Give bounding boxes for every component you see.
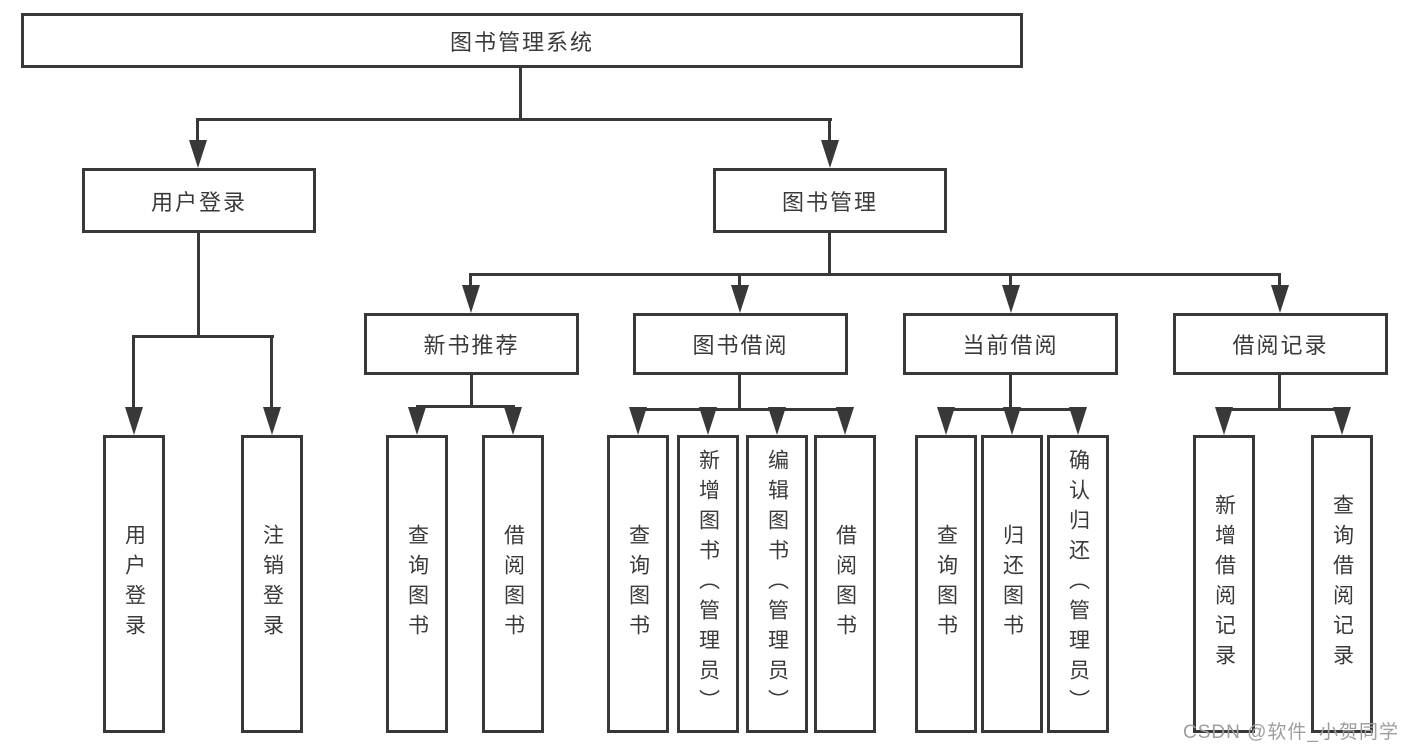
arrowhead-down-icon — [1002, 285, 1020, 313]
leaf-query-books-recommend: 查询图书 — [386, 435, 448, 733]
connector-line — [738, 273, 741, 291]
connector-line — [738, 375, 741, 408]
arrowhead-down-icon — [937, 407, 955, 435]
arrowhead-down-icon — [836, 407, 854, 435]
node-label: 用户登录 — [150, 189, 247, 215]
connector-line — [197, 118, 832, 121]
node-book-borrowing: 图书借阅 — [633, 313, 848, 375]
node-label: 图书管理 — [781, 189, 878, 215]
connector-line — [1278, 273, 1281, 291]
arrowhead-down-icon — [125, 407, 143, 435]
leaf-borrow-books-borrowing: 借阅图书 — [814, 435, 876, 733]
arrowhead-down-icon — [1069, 407, 1087, 435]
leaf-label: 新增图书（管理员） — [696, 449, 720, 719]
leaf-add-borrow-record: 新增借阅记录 — [1193, 435, 1255, 733]
leaf-label: 查询图书 — [934, 524, 958, 644]
node-borrowing-records: 借阅记录 — [1173, 313, 1388, 375]
connector-line — [828, 118, 831, 150]
node-label: 借阅记录 — [1232, 333, 1329, 358]
connector-line — [519, 68, 522, 119]
leaf-borrow-books-recommend: 借阅图书 — [482, 435, 544, 733]
arrowhead-down-icon — [462, 285, 480, 313]
connector-line — [470, 375, 473, 405]
leaf-logout: 注销登录 — [241, 435, 303, 733]
connector-line — [828, 233, 831, 273]
leaf-label: 编辑图书（管理员） — [765, 449, 789, 719]
arrowhead-down-icon — [1003, 407, 1021, 435]
leaf-query-books-current: 查询图书 — [915, 435, 977, 733]
connector-line — [270, 335, 273, 413]
leaf-query-books-borrowing: 查询图书 — [607, 435, 669, 733]
csdn-watermark: CSDN @软件_小贺同学 — [1183, 722, 1399, 743]
node-label: 图书借阅 — [692, 333, 789, 358]
leaf-label: 查询借阅记录 — [1330, 494, 1354, 674]
leaf-label: 查询图书 — [405, 524, 429, 644]
leaf-confirm-return-admin: 确认归还（管理员） — [1047, 435, 1109, 733]
connector-line — [1009, 273, 1012, 291]
arrowhead-down-icon — [1271, 285, 1289, 313]
connector-line — [637, 408, 847, 411]
node-book-management: 图书管理 — [713, 168, 947, 233]
leaf-label: 查询图书 — [626, 524, 650, 644]
leaf-query-borrow-record: 查询借阅记录 — [1311, 435, 1373, 733]
arrowhead-down-icon — [821, 140, 839, 168]
connector-line — [469, 273, 472, 291]
connector-line — [1278, 375, 1281, 408]
node-library-management-system: 图书管理系统 — [21, 13, 1023, 68]
leaf-label: 新增借阅记录 — [1212, 494, 1236, 674]
node-new-book-recommendation: 新书推荐 — [364, 313, 579, 375]
node-label: 新书推荐 — [423, 333, 520, 358]
leaf-add-books-admin: 新增图书（管理员） — [677, 435, 739, 733]
leaf-label: 用户登录 — [122, 524, 146, 644]
arrowhead-down-icon — [699, 407, 717, 435]
connector-line — [416, 405, 515, 408]
node-current-borrowing: 当前借阅 — [903, 313, 1118, 375]
leaf-user-login: 用户登录 — [103, 435, 165, 733]
arrowhead-down-icon — [263, 407, 281, 435]
arrowhead-down-icon — [1215, 407, 1233, 435]
connector-line — [1009, 375, 1012, 408]
leaf-edit-books-admin: 编辑图书（管理员） — [746, 435, 808, 733]
leaf-return-books: 归还图书 — [981, 435, 1043, 733]
connector-line — [196, 118, 199, 150]
arrowhead-down-icon — [731, 285, 749, 313]
leaf-label: 借阅图书 — [501, 524, 525, 644]
arrowhead-down-icon — [408, 407, 426, 435]
leaf-label: 借阅图书 — [833, 524, 857, 644]
node-label: 当前借阅 — [962, 333, 1059, 358]
arrowhead-down-icon — [768, 407, 786, 435]
leaf-label: 确认归还（管理员） — [1066, 449, 1090, 719]
connector-line — [1223, 408, 1343, 411]
leaf-label: 注销登录 — [260, 524, 284, 644]
connector-line — [132, 335, 135, 413]
arrowhead-down-icon — [189, 140, 207, 168]
arrowhead-down-icon — [504, 407, 522, 435]
node-user-login: 用户登录 — [82, 168, 316, 233]
connector-line — [133, 335, 274, 338]
leaf-label: 归还图书 — [1000, 524, 1024, 644]
arrowhead-down-icon — [629, 407, 647, 435]
node-label: 图书管理系统 — [449, 29, 594, 55]
connector-line — [470, 273, 1281, 276]
connector-line — [197, 233, 200, 335]
arrowhead-down-icon — [1333, 407, 1351, 435]
